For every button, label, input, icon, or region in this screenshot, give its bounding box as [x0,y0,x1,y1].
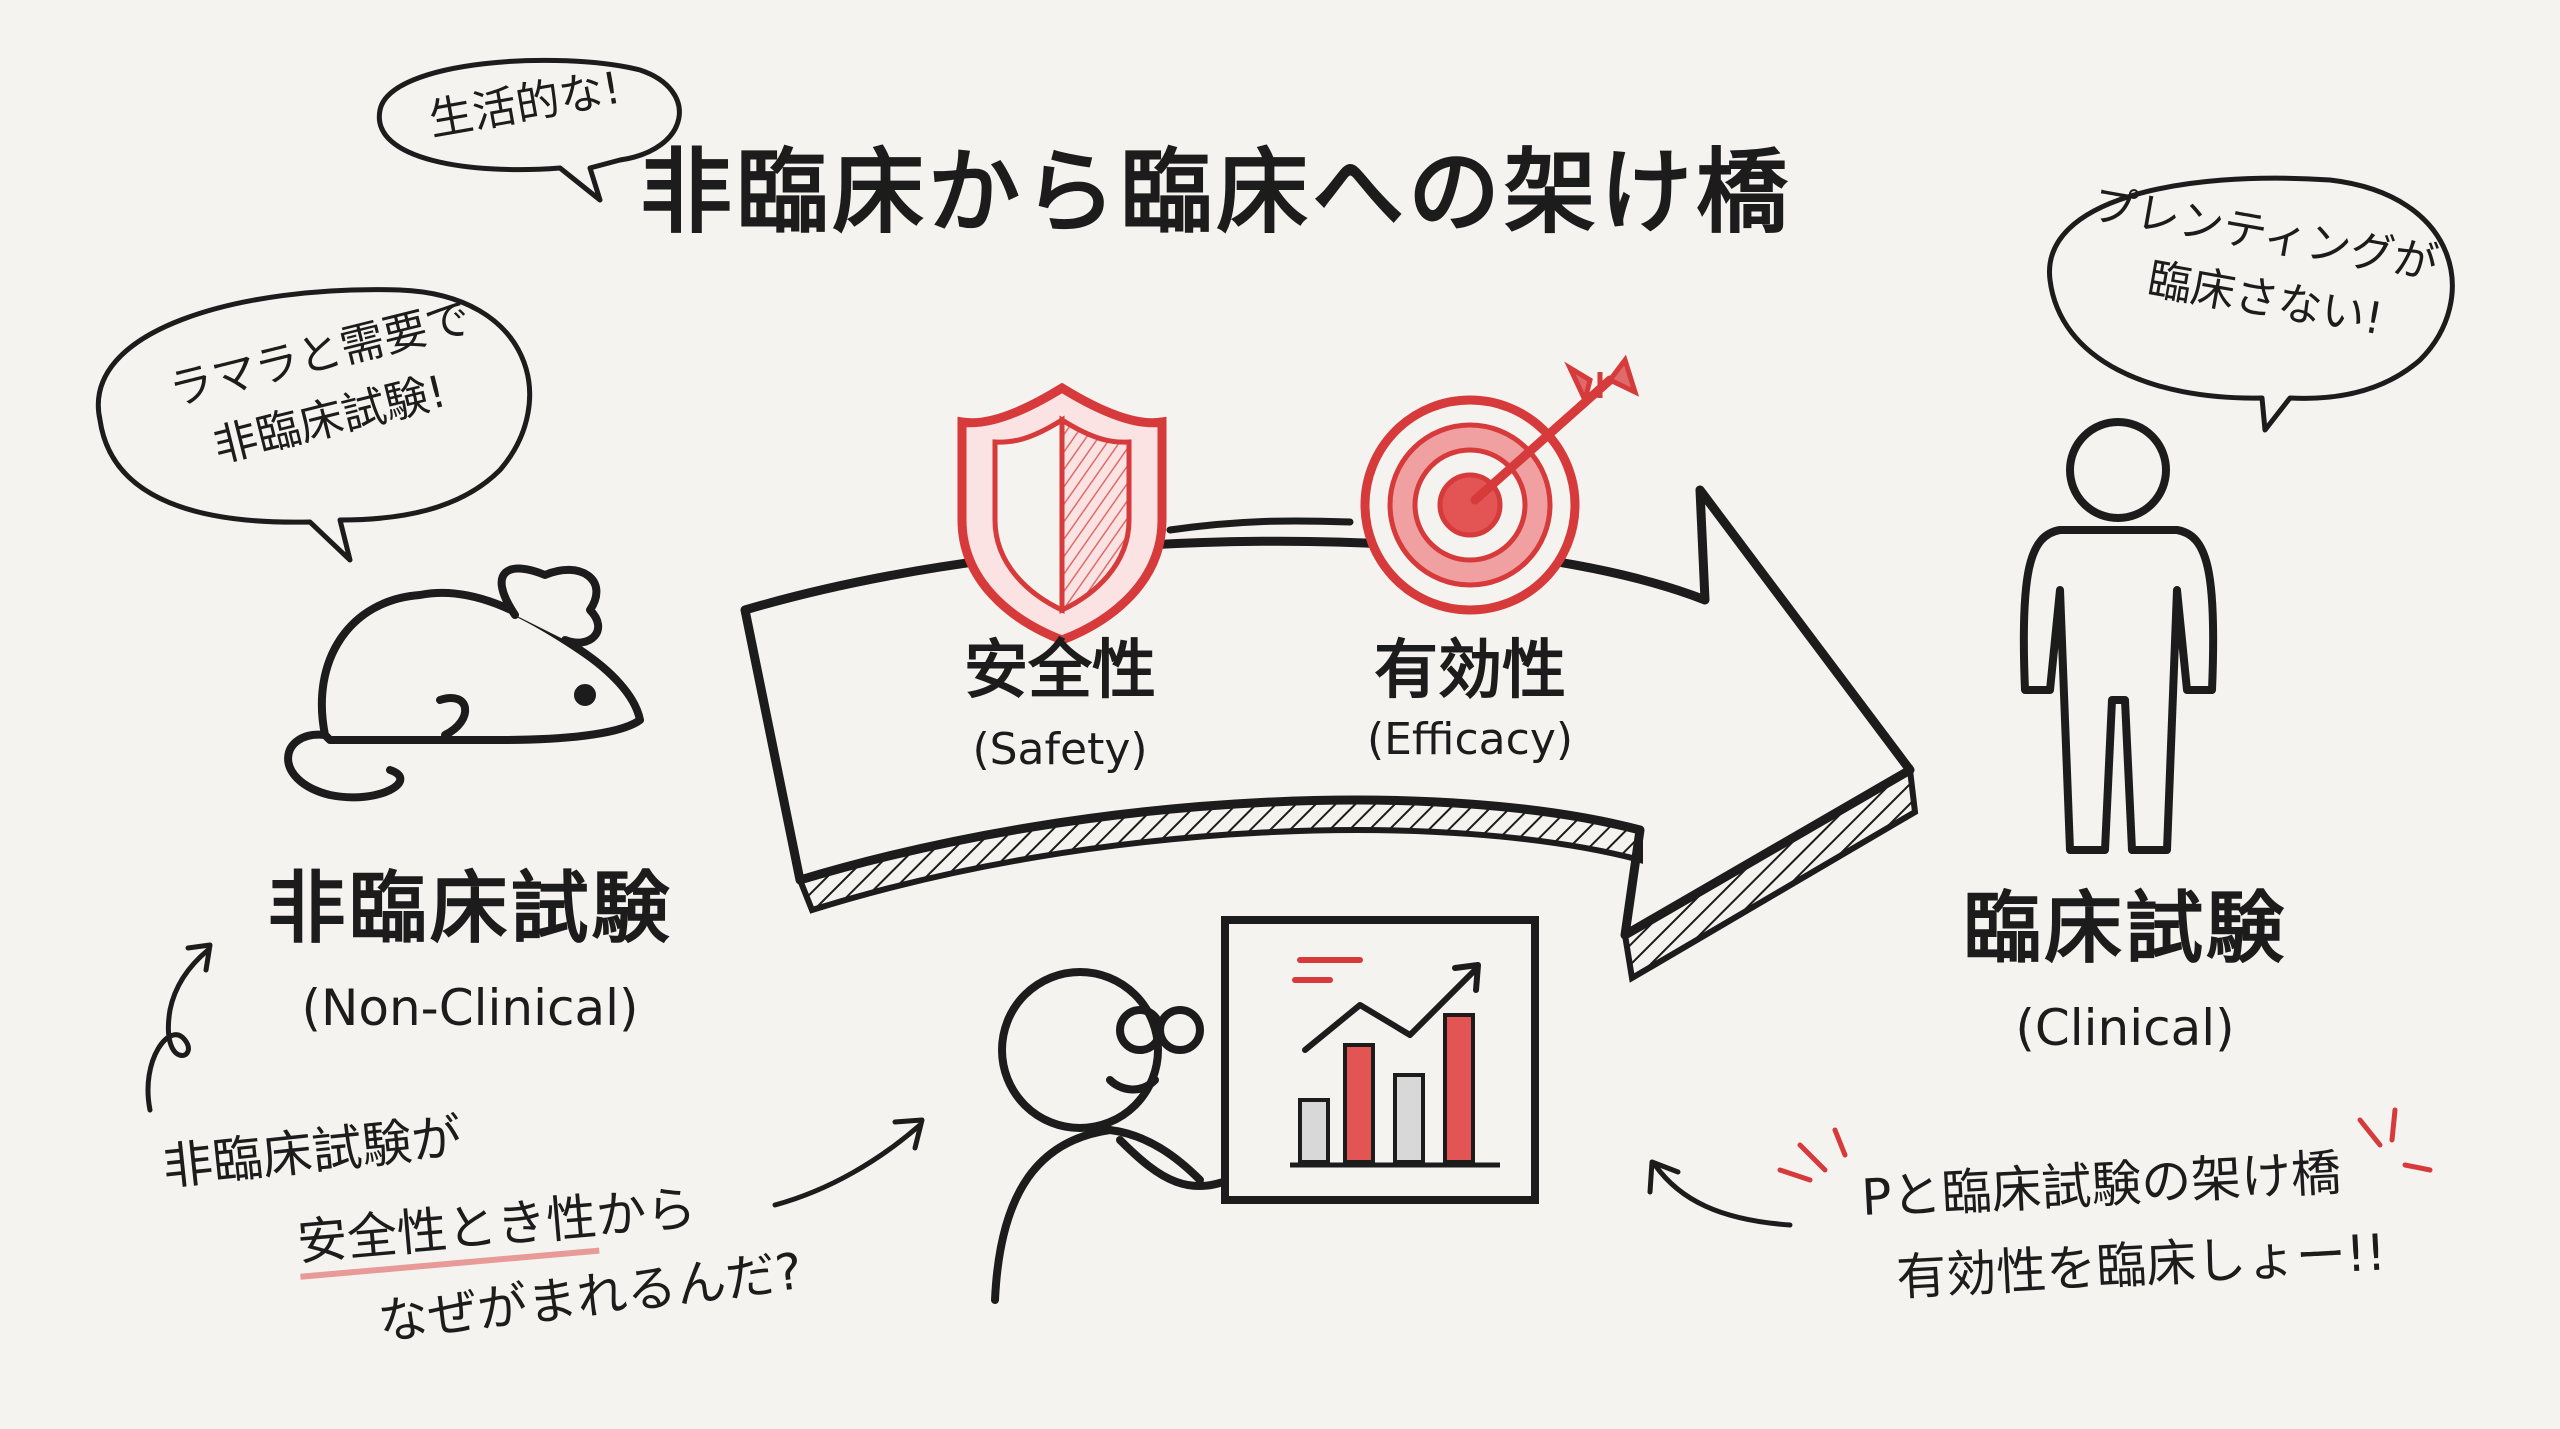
note-left-line2-rest: から [593,1179,699,1246]
safety-label: 安全性 [964,634,1156,708]
arrow-from-right-note [1647,1159,1793,1228]
speech-bubble-top-left [376,57,682,203]
target-icon [1360,354,1640,615]
clinical-label-en: (Clinical) [2015,999,2235,1057]
efficacy-label: 有効性 [1374,634,1566,708]
efficacy-label-en: (Efficacy) [1366,714,1574,765]
connector-line [1166,517,1354,534]
non-clinical-label-en: (Non-Clinical) [301,979,639,1037]
speech-bubble-right [2047,175,2455,433]
chart-board-icon [1221,916,1539,1204]
speech-bubble-left [95,287,533,563]
arrow-to-scientist [772,1117,925,1208]
sparkle-marks [1777,1107,2433,1183]
non-clinical-label: 非臨床試験 [267,864,673,954]
arrow-curl-left [145,942,213,1113]
clinical-label: 臨床試験 [1962,884,2287,974]
shield-icon [957,382,1167,645]
person-icon [2019,418,2218,854]
safety-label-en: (Safety) [972,724,1148,775]
mouse-icon [284,564,644,802]
page-title: 非臨床から臨床への架け橋 [640,139,1793,246]
